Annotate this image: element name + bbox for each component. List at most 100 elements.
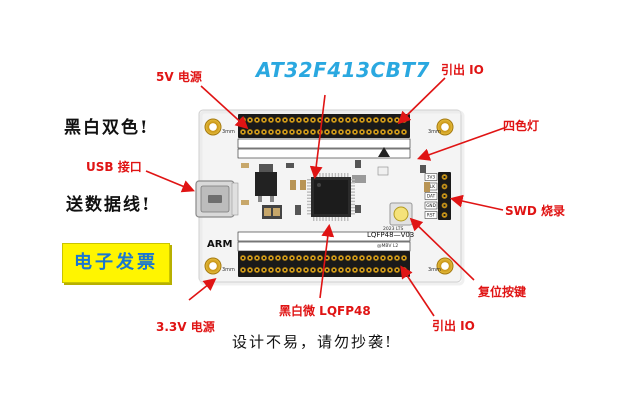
header-pin <box>254 129 260 135</box>
header-pin <box>338 267 344 273</box>
mount-label-bl: 3mm <box>222 267 235 273</box>
swd-pin <box>441 212 448 218</box>
header-pin <box>338 117 344 123</box>
electronic-invoice-badge: 电子发票 <box>62 243 170 283</box>
header-pin <box>289 129 295 135</box>
header-pin <box>289 267 295 273</box>
header-pin <box>310 117 316 123</box>
components <box>241 147 430 226</box>
header-pin <box>303 129 309 135</box>
header-pin <box>331 129 337 135</box>
brand-label: @MBV L2 <box>377 243 398 249</box>
header-pin <box>387 255 393 261</box>
header-pin <box>247 117 253 123</box>
header-pin <box>324 129 330 135</box>
header-pin <box>247 255 253 261</box>
swd-pin <box>441 174 448 180</box>
header-pin <box>366 129 372 135</box>
callout-pins-top: 引出 IO <box>441 63 484 77</box>
header-pin <box>268 117 274 123</box>
header-pin <box>282 129 288 135</box>
header-pin <box>394 255 400 261</box>
header-pin <box>317 267 323 273</box>
mount-label-tr: 3mm <box>428 129 441 135</box>
chip-name-title: AT32F413CBT7 <box>256 58 430 82</box>
header-pin <box>310 129 316 135</box>
package-label: LQFP48—V03 <box>367 231 414 239</box>
swd-pin-label: RST <box>427 213 436 218</box>
header-pin <box>240 267 246 273</box>
header-pin <box>352 255 358 261</box>
header-pin <box>366 255 372 261</box>
header-pin <box>359 267 365 273</box>
callout-reset: 复位按键 <box>478 285 527 299</box>
footer-text: 设计不易，请勿抄袭! <box>232 333 394 351</box>
header-pin <box>268 129 274 135</box>
header-pin <box>387 267 393 273</box>
header-pin <box>338 129 344 135</box>
header-pin <box>394 117 400 123</box>
left-text-line1: 黑白双色! <box>64 118 150 138</box>
header-pin <box>373 267 379 273</box>
usb-connector <box>195 180 239 218</box>
header-pin <box>254 267 260 273</box>
header-pin <box>373 129 379 135</box>
swd-pin-label: DAT <box>427 194 436 199</box>
header-pin <box>345 267 351 273</box>
header-pin <box>303 255 309 261</box>
header-pin <box>366 267 372 273</box>
header-pin <box>359 129 365 135</box>
mount-label-tl: 3mm <box>222 129 235 135</box>
header-pin <box>380 117 386 123</box>
header-pin <box>380 129 386 135</box>
header-pin <box>317 255 323 261</box>
header-pin <box>296 129 302 135</box>
header-pin <box>394 267 400 273</box>
header-pin <box>247 267 253 273</box>
header-pin <box>310 267 316 273</box>
header-pin <box>275 117 281 123</box>
header-pin <box>394 129 400 135</box>
arm-label: ARM <box>207 239 232 250</box>
header-pin <box>324 117 330 123</box>
callout-swd: SWD 烧录 <box>505 204 566 218</box>
header-pin <box>282 117 288 123</box>
header-pin <box>387 117 393 123</box>
swd-pin-label: GND <box>426 203 436 208</box>
header-pin <box>254 117 260 123</box>
header-pin <box>366 117 372 123</box>
header-pin <box>268 255 274 261</box>
header-pin <box>338 255 344 261</box>
header-pin <box>275 267 281 273</box>
header-pin <box>345 117 351 123</box>
header-pin <box>296 117 302 123</box>
header-pin <box>240 129 246 135</box>
header-pin <box>345 129 351 135</box>
header-pin <box>380 267 386 273</box>
header-pin <box>282 255 288 261</box>
header-pin <box>296 267 302 273</box>
header-pin <box>359 255 365 261</box>
header-pin <box>401 255 407 261</box>
mount-holes <box>204 118 454 275</box>
header-pin <box>254 255 260 261</box>
header-pin <box>310 255 316 261</box>
header-pin <box>275 255 281 261</box>
callout-led: 四色灯 <box>503 119 540 133</box>
header-pin <box>352 117 358 123</box>
callout-arrows <box>145 77 505 317</box>
mount-label-br: 3mm <box>428 267 441 273</box>
header-pin <box>303 267 309 273</box>
header-pin <box>296 255 302 261</box>
header-pin <box>303 117 309 123</box>
left-text-line2: 送数据线! <box>66 195 152 215</box>
header-pin <box>261 117 267 123</box>
swd-pin-label: 3V3 <box>427 175 436 180</box>
header-pin <box>268 267 274 273</box>
header-pin <box>282 267 288 273</box>
header-pin <box>387 129 393 135</box>
callout-mcu: 黑白微 LQFP48 <box>279 304 371 318</box>
header-pin <box>240 255 246 261</box>
callout-5v-power: 5V 电源 <box>156 70 202 84</box>
